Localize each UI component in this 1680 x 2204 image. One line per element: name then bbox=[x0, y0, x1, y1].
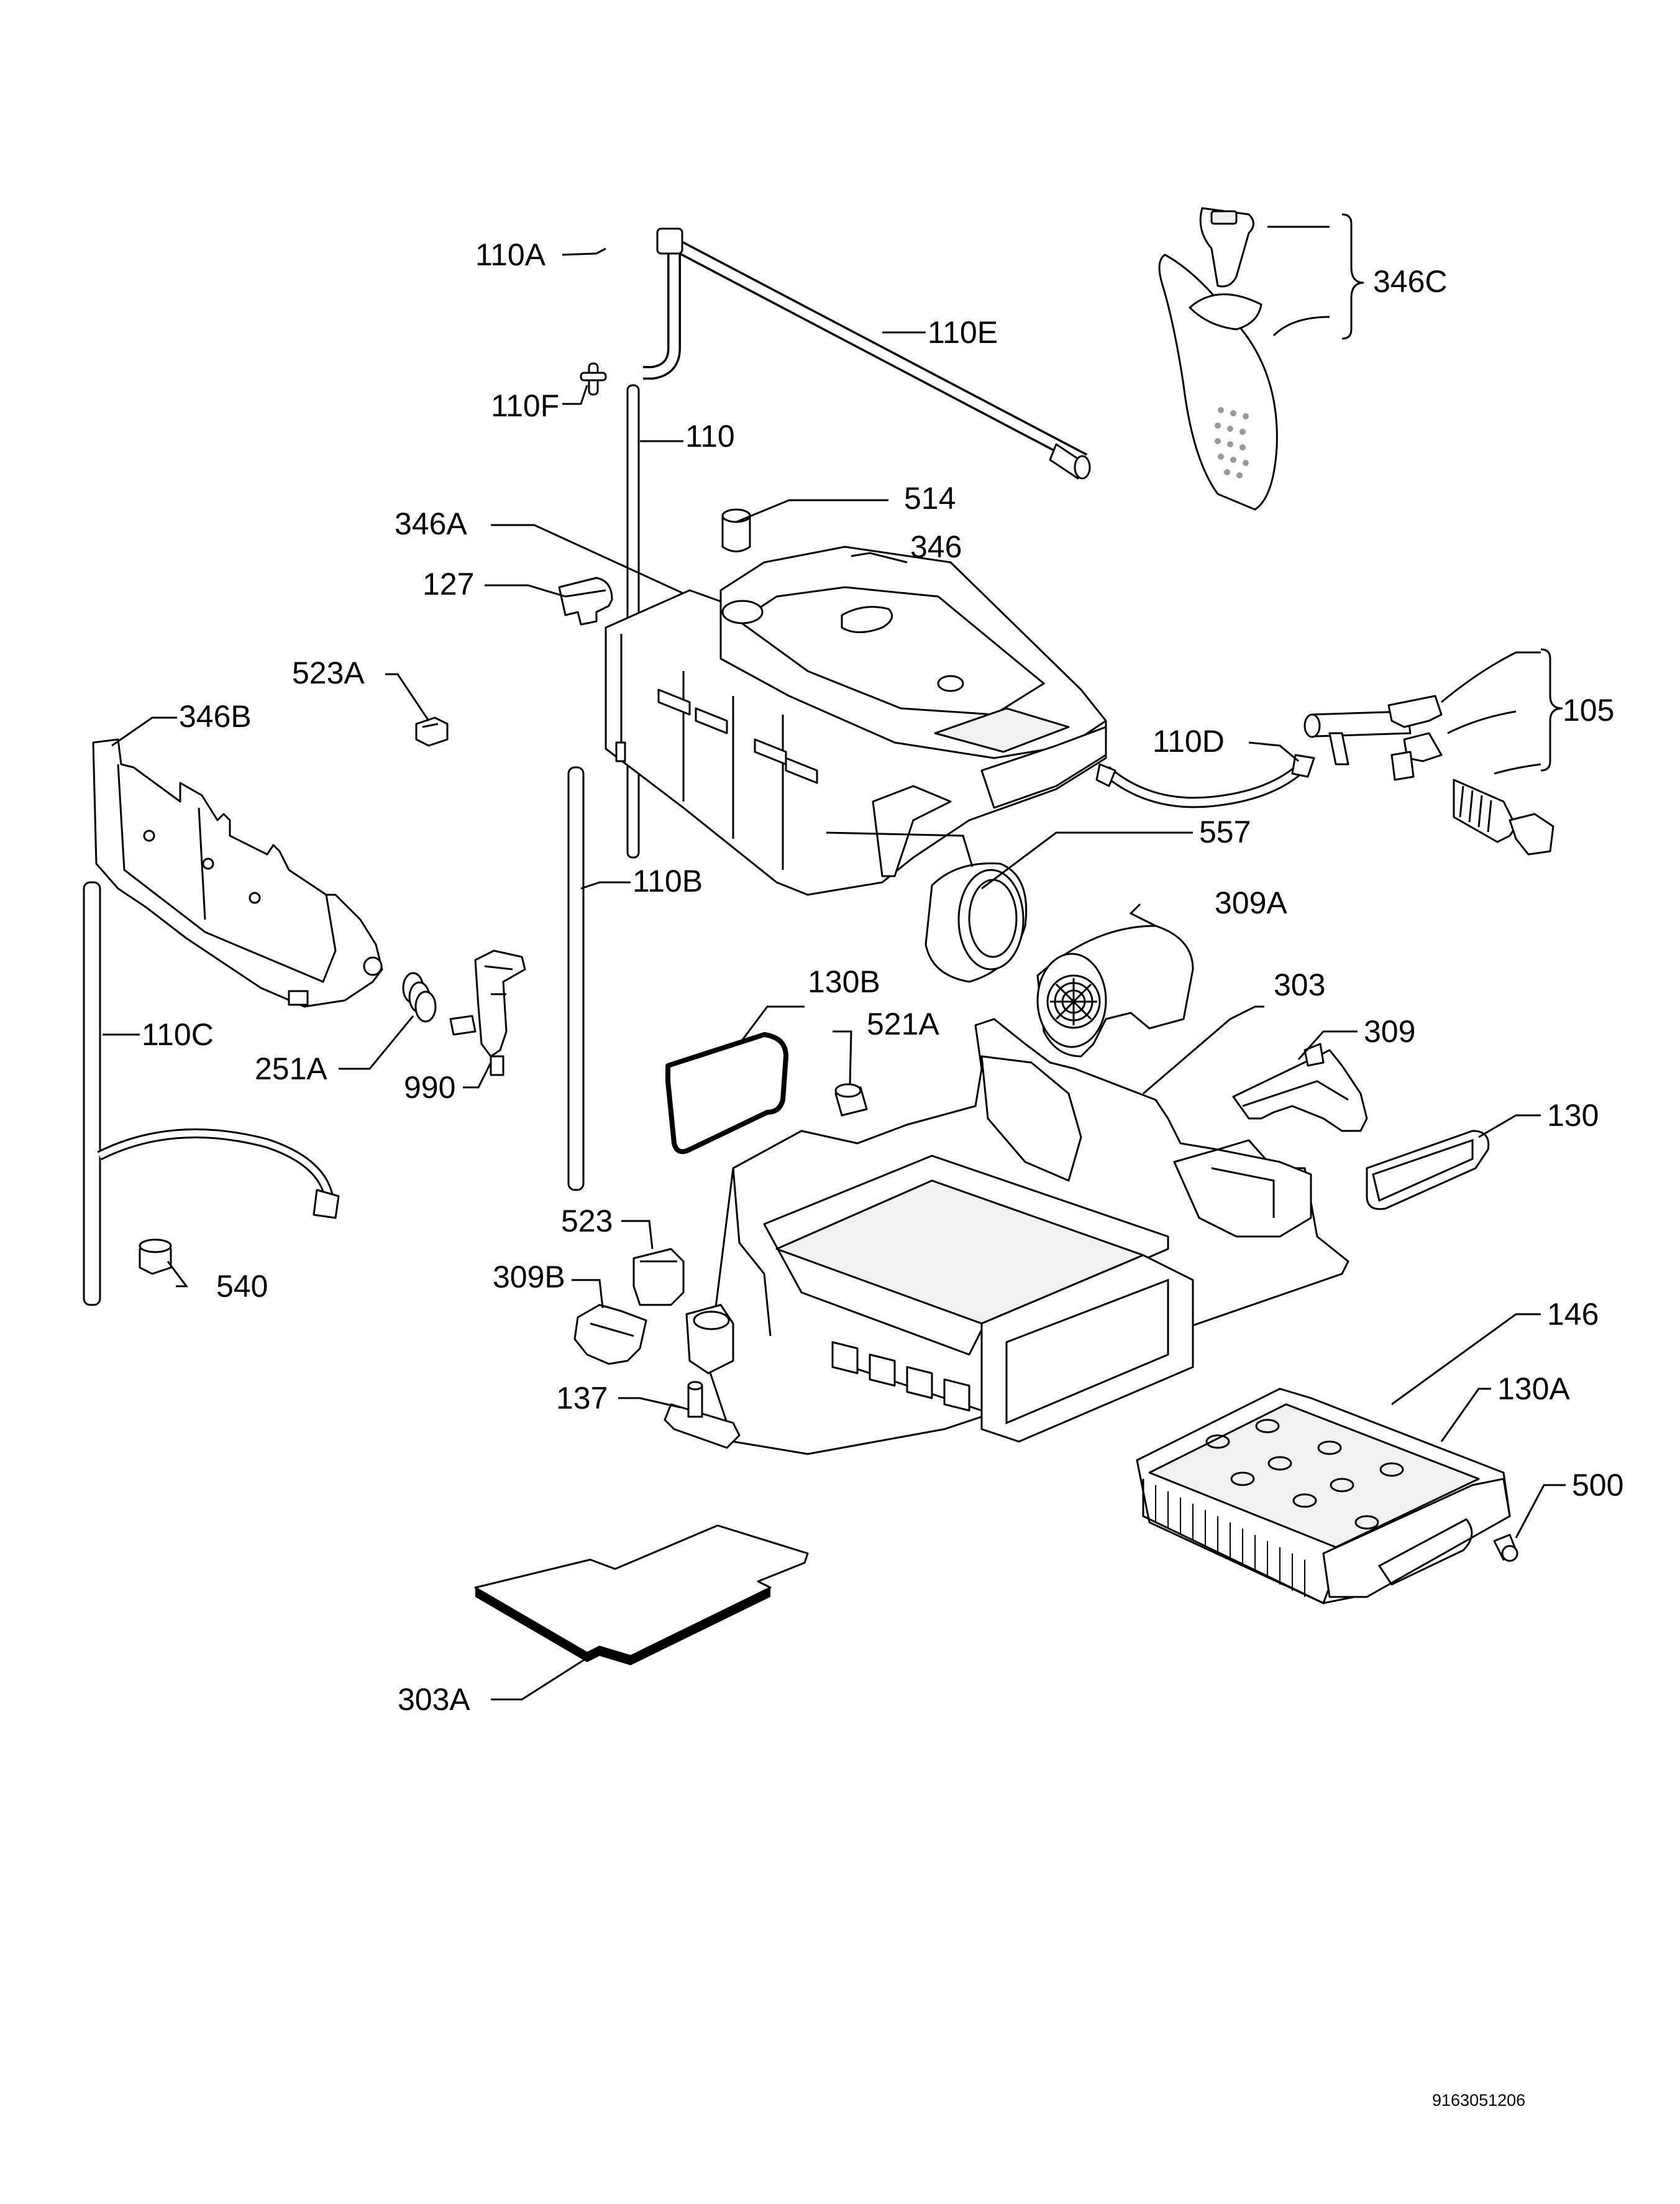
label-110B: 110B bbox=[632, 864, 703, 899]
label-303A: 303A bbox=[398, 1682, 470, 1717]
label-137: 137 bbox=[556, 1381, 608, 1415]
label-523: 523 bbox=[561, 1204, 613, 1238]
pipe-110E bbox=[643, 227, 1091, 480]
label-540: 540 bbox=[216, 1269, 268, 1304]
label-309A: 309A bbox=[1215, 885, 1287, 920]
nozzle-521A bbox=[834, 1083, 868, 1117]
inlet-valve-105 bbox=[1303, 648, 1563, 856]
seal-ring-557 bbox=[924, 862, 1028, 983]
fan-housing-309A bbox=[1036, 925, 1194, 1058]
label-110E: 110E bbox=[928, 315, 998, 350]
connector-110F bbox=[580, 362, 607, 396]
container-346 bbox=[605, 546, 1107, 896]
gasket-130B bbox=[665, 1032, 788, 1155]
label-346: 346 bbox=[910, 529, 962, 564]
hose-110D bbox=[1095, 754, 1315, 808]
label-303: 303 bbox=[1274, 967, 1326, 1002]
label-110F: 110F bbox=[491, 388, 560, 423]
label-990: 990 bbox=[404, 1070, 456, 1105]
spring-251A bbox=[402, 972, 437, 1023]
cover-346B bbox=[92, 738, 383, 1008]
label-130A: 130A bbox=[1497, 1371, 1570, 1406]
label-557: 557 bbox=[1199, 815, 1251, 849]
bracket-990 bbox=[449, 949, 526, 1076]
base-assembly-303 bbox=[707, 1018, 1349, 1455]
switch-523 bbox=[632, 1248, 685, 1306]
label-521A: 521A bbox=[867, 1007, 939, 1041]
label-110A: 110A bbox=[475, 237, 546, 272]
label-346B: 346B bbox=[179, 699, 252, 734]
label-523A: 523A bbox=[292, 656, 365, 690]
leader-lines bbox=[103, 247, 1566, 1701]
label-514: 514 bbox=[904, 481, 956, 516]
cap-514 bbox=[721, 508, 751, 552]
label-105: 105 bbox=[1563, 693, 1615, 728]
label-500: 500 bbox=[1572, 1468, 1624, 1502]
motor-block bbox=[685, 1304, 734, 1374]
label-130: 130 bbox=[1547, 1098, 1599, 1133]
tube-110B bbox=[567, 766, 585, 1191]
label-110: 110 bbox=[685, 419, 735, 454]
filter-146 bbox=[1136, 1388, 1518, 1605]
label-309B: 309B bbox=[493, 1260, 565, 1294]
label-346C: 346C bbox=[1373, 264, 1448, 299]
label-346A: 346A bbox=[395, 506, 467, 541]
label-110D: 110D bbox=[1153, 724, 1225, 759]
label-110C: 110C bbox=[142, 1017, 214, 1052]
label-251A: 251A bbox=[255, 1051, 327, 1086]
duct-309 bbox=[1232, 1043, 1368, 1132]
holder-309B bbox=[573, 1304, 647, 1365]
label-309: 309 bbox=[1364, 1014, 1416, 1049]
bracket-127 bbox=[558, 577, 613, 626]
tube-110C bbox=[83, 881, 340, 1306]
hose-110A bbox=[602, 244, 644, 374]
label-127: 127 bbox=[422, 567, 475, 601]
label-130B: 130B bbox=[808, 964, 880, 999]
clip-523A bbox=[415, 716, 449, 747]
label-146: 146 bbox=[1547, 1297, 1599, 1332]
gasket-130 bbox=[1366, 1130, 1490, 1210]
dispenser-drawer-346C bbox=[1158, 207, 1364, 511]
document-number: 9163051206 bbox=[1432, 2091, 1526, 2110]
insulation-mat-303A bbox=[474, 1524, 809, 1665]
clip-540 bbox=[139, 1238, 172, 1275]
sensor-137 bbox=[664, 1381, 741, 1449]
